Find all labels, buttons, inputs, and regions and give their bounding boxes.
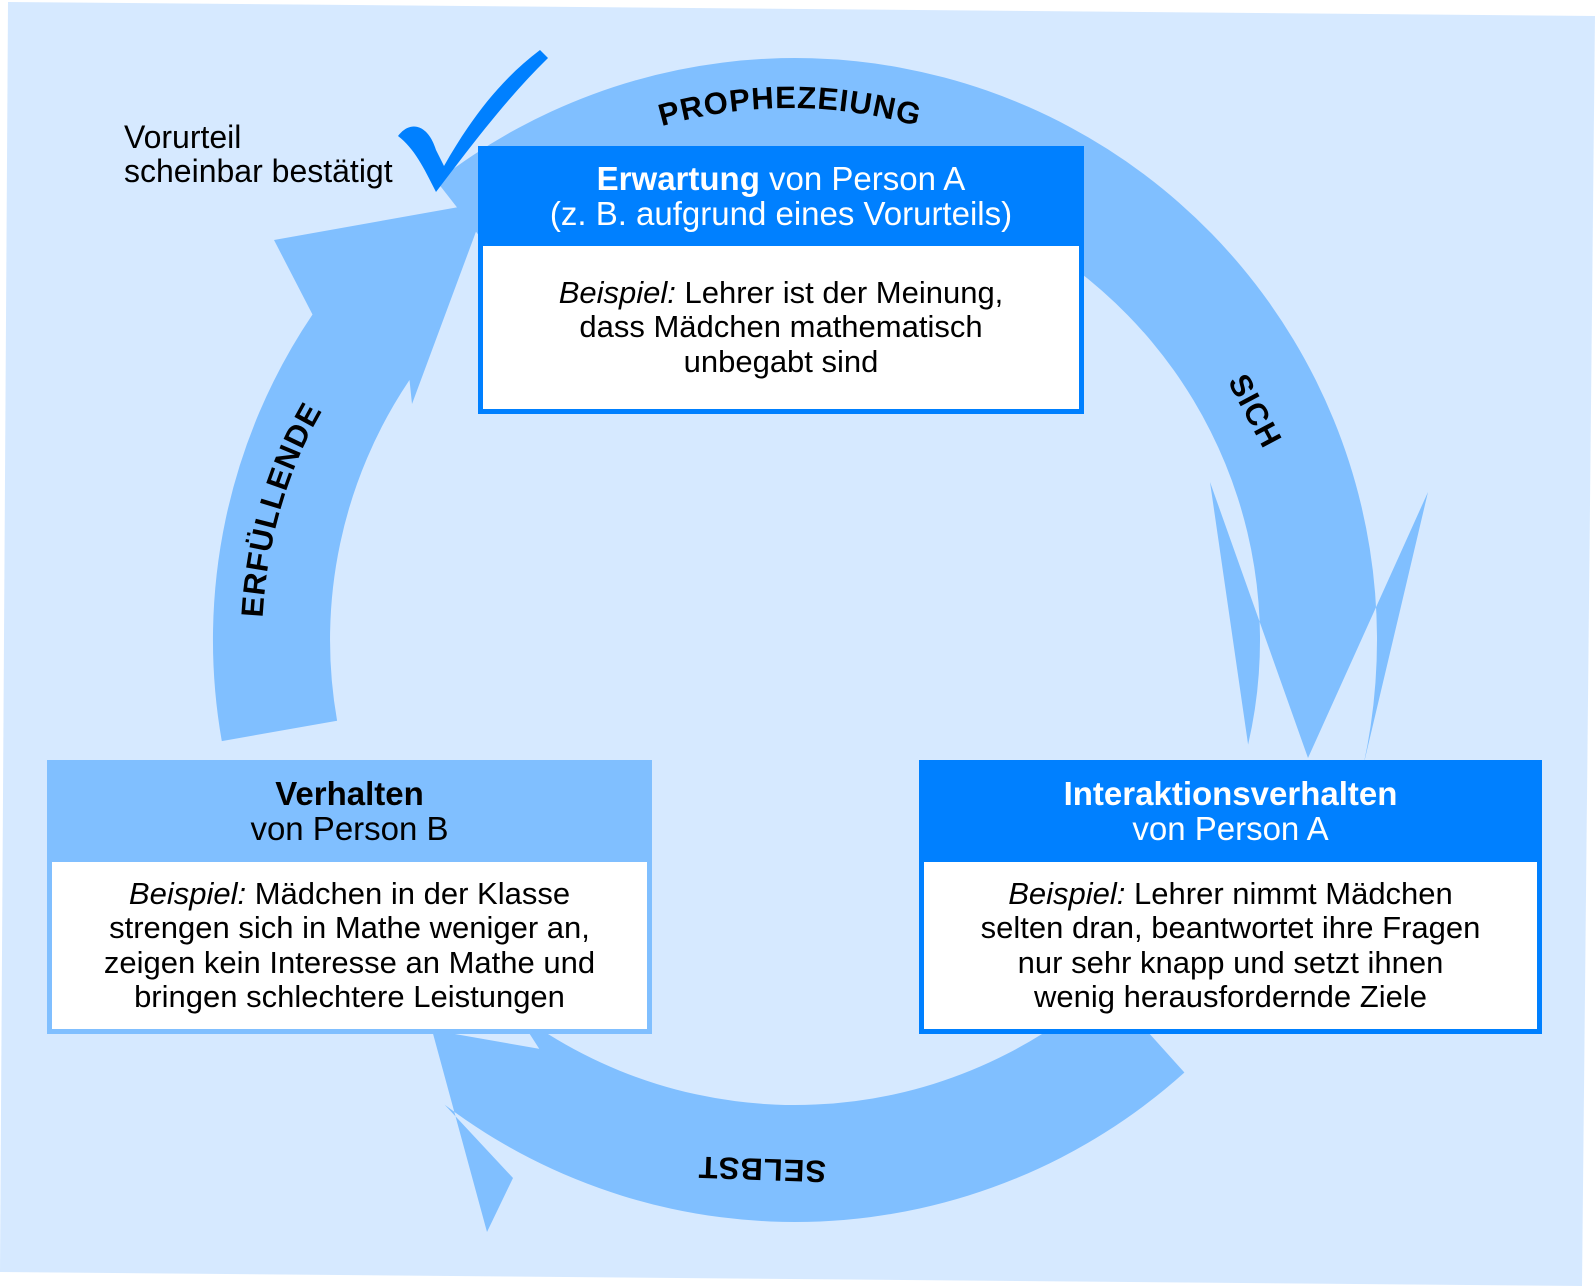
- example-label: Beispiel:: [558, 274, 676, 310]
- expectation-title-rest: von Person A: [759, 160, 966, 197]
- behavior-box: Verhalten von Person B Beispiel: Mädchen…: [47, 760, 652, 1034]
- label-selbst: SELBST: [697, 1150, 826, 1189]
- example-line: zeigen kein Interesse an Mathe und: [103, 944, 596, 980]
- example-line: nur sehr knapp und setzt ihnen: [1017, 944, 1444, 980]
- example-line: Lehrer nimmt Mädchen: [1134, 875, 1453, 911]
- interaction-box: Interaktionsverhalten von Person A Beisp…: [919, 760, 1542, 1034]
- example-line: selten dran, beantwortet ihre Fragen: [980, 910, 1481, 945]
- expectation-subtitle: (z. B. aufgrund eines Vorurteils): [549, 195, 1013, 232]
- example-line: dass Mädchen mathematisch: [579, 309, 983, 345]
- arrow-expectation-to-interaction: [436, 58, 1428, 771]
- checkmark-icon: [398, 50, 548, 192]
- behavior-title: Verhalten: [275, 775, 424, 812]
- expectation-title: Erwartung von Person A: [478, 161, 1084, 196]
- example-line: wenig herausfordernde Ziele: [1034, 979, 1427, 1014]
- note-line-2: scheinbar bestätigt: [124, 153, 393, 189]
- interaction-title: Interaktionsverhalten: [1063, 775, 1398, 812]
- behavior-header: Verhalten von Person B: [47, 760, 652, 862]
- example-line: bringen schlechtere Leistungen: [134, 979, 565, 1014]
- expectation-box: Erwartung von Person A (z. B. aufgrund e…: [478, 146, 1084, 414]
- example-line: Mädchen in der Klasse: [254, 875, 571, 911]
- example-line: Lehrer ist der Meinung,: [684, 274, 1004, 310]
- example-line: strengen sich in Mathe weniger an,: [109, 910, 590, 945]
- arrow-interaction-to-behavior: [432, 985, 1185, 1232]
- behavior-example: Beispiel: Mädchen in der Klasse strengen…: [52, 862, 647, 1029]
- example-line: unbegabt sind: [683, 343, 879, 379]
- example-label: Beispiel:: [1008, 875, 1126, 911]
- example-label: Beispiel:: [128, 875, 247, 911]
- prejudice-confirmed-note: Vorurteil scheinbar bestätigt: [124, 120, 393, 188]
- note-line-1: Vorurteil: [124, 119, 242, 155]
- expectation-header: Erwartung von Person A (z. B. aufgrund e…: [478, 146, 1084, 246]
- interaction-subtitle: von Person A: [1132, 810, 1329, 847]
- behavior-subtitle: von Person B: [250, 810, 449, 847]
- expectation-title-bold: Erwartung: [596, 160, 760, 197]
- interaction-header: Interaktionsverhalten von Person A: [919, 760, 1542, 862]
- interaction-example: Beispiel: Lehrer nimmt Mädchen selten dr…: [924, 862, 1537, 1029]
- arrow-behavior-to-expectation: [212, 202, 488, 742]
- expectation-example: Beispiel: Lehrer ist der Meinung, dass M…: [483, 246, 1079, 409]
